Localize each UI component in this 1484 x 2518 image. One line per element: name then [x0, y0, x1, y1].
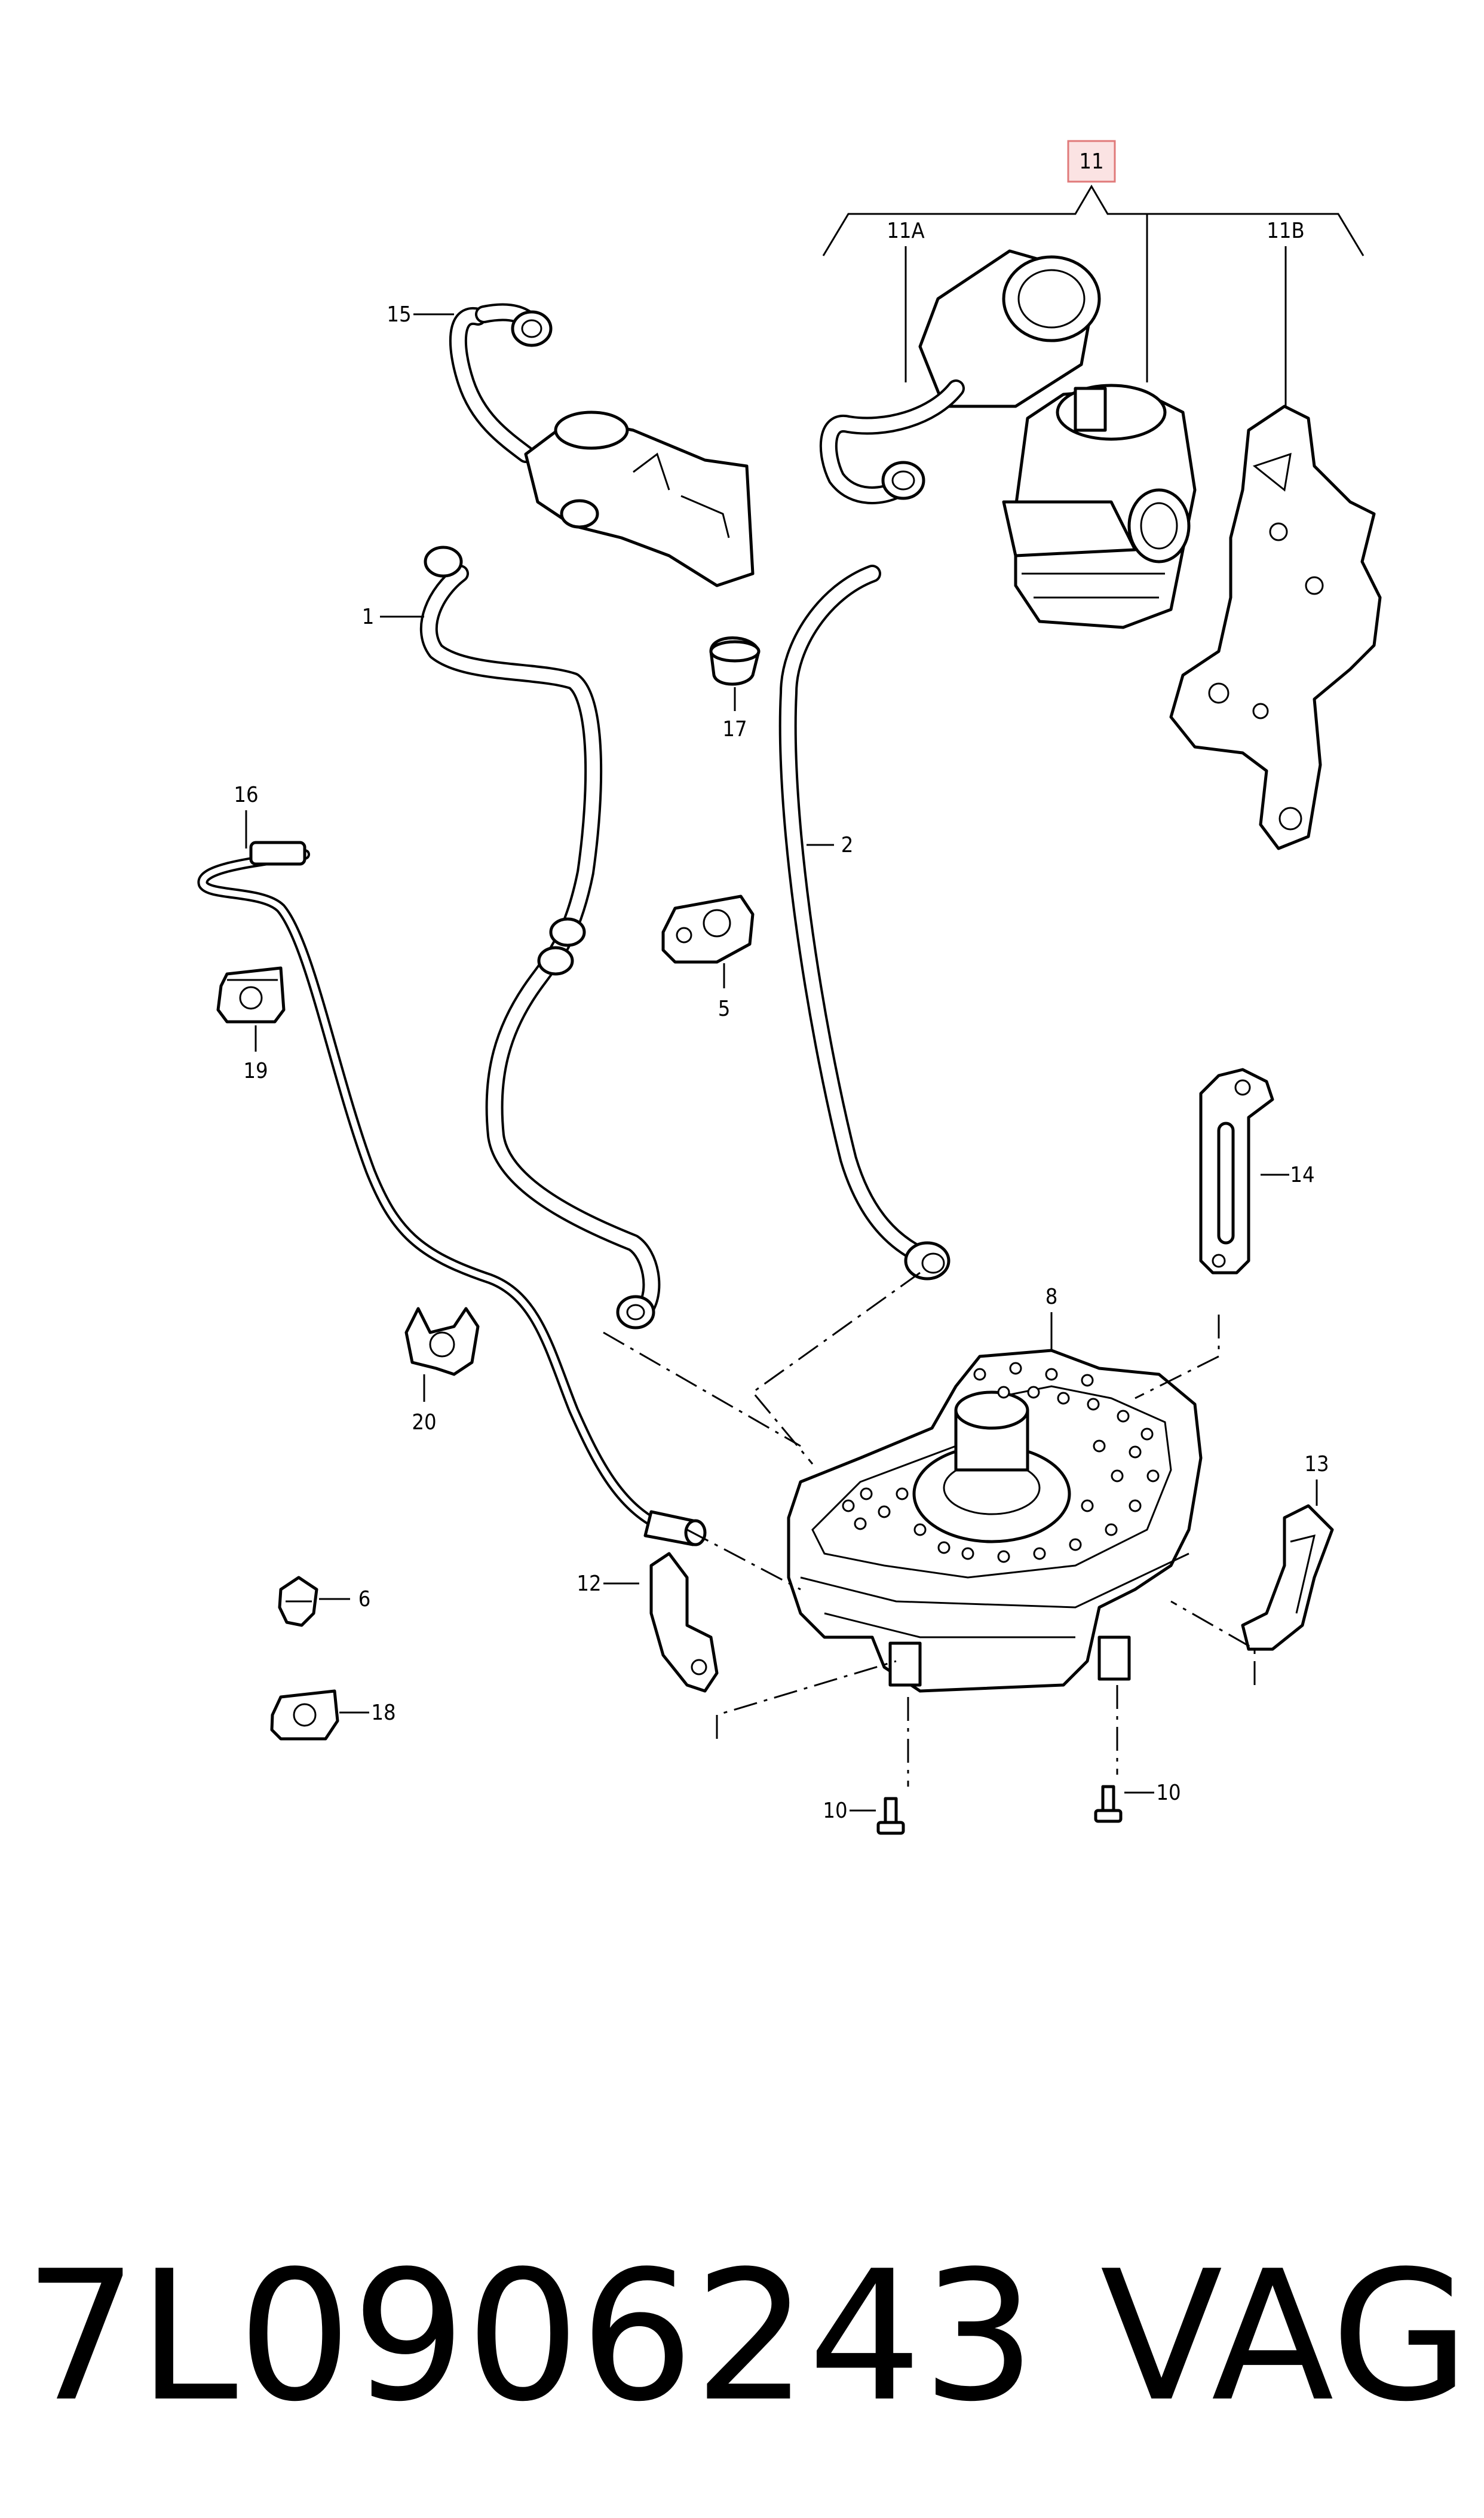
brand-name: VAG: [1100, 2232, 1470, 2441]
callout-15[interactable]: 15: [387, 302, 411, 327]
callout-16-group: 16: [234, 783, 259, 848]
callout-10b-group: 10: [1124, 1781, 1181, 1805]
callout-13[interactable]: 13: [1304, 1452, 1329, 1477]
part-15-valve: [449, 303, 755, 587]
part-6-clip: [278, 1576, 318, 1627]
part-14-bracket: [1199, 1068, 1274, 1275]
part-16-pipe: [197, 841, 707, 1546]
part-18-clip: [270, 1689, 339, 1741]
callout-19-group: 19: [243, 1025, 268, 1083]
callout-14[interactable]: 14: [1290, 1163, 1314, 1187]
callout-12[interactable]: 12: [577, 1572, 601, 1596]
callout-11[interactable]: 11: [1079, 149, 1103, 174]
part-1-hose: [419, 546, 661, 1330]
callout-11a[interactable]: 11A: [887, 219, 924, 243]
callout-20[interactable]: 20: [412, 1410, 436, 1435]
footer-caption: 7L0906243 VAG: [24, 2211, 1470, 2462]
callout-20-group: 20: [412, 1374, 437, 1435]
callout-5[interactable]: 5: [718, 997, 731, 1021]
part-11b-bracket: [1169, 405, 1382, 850]
callout-17[interactable]: 17: [722, 717, 747, 742]
callout-1[interactable]: 1: [362, 605, 375, 629]
callout-19[interactable]: 19: [243, 1059, 268, 1083]
part-20-clip: [404, 1307, 480, 1376]
callout-16[interactable]: 16: [234, 783, 258, 807]
part-11-air-pump: [1002, 384, 1197, 629]
callout-18[interactable]: 18: [371, 1701, 395, 1725]
part-10-bolt-right: [1094, 1785, 1123, 1823]
callout-2[interactable]: 2: [841, 833, 854, 857]
part-13-bracket: [1241, 1504, 1334, 1651]
callout-6-group: 6: [319, 1587, 370, 1612]
callout-1-group: 1: [362, 605, 424, 629]
callout-6[interactable]: 6: [358, 1587, 371, 1612]
callout-11-highlight: [1067, 140, 1116, 183]
part-11a-filter: [819, 249, 1101, 504]
part-19-clip: [216, 966, 286, 1024]
callout-12-group: 12: [577, 1572, 639, 1596]
callout-14-group: 14: [1261, 1163, 1315, 1187]
callout-11-group: 11 11A 11B: [822, 140, 1365, 406]
assembly-lines: [603, 1272, 1256, 1787]
callout-10b[interactable]: 10: [1156, 1781, 1181, 1805]
part-12-bracket: [649, 1552, 719, 1693]
callout-8[interactable]: 8: [1045, 1285, 1058, 1309]
part-2-hose: [778, 565, 951, 1281]
part-number: 7L0906243: [24, 2232, 1037, 2441]
callout-10a-group: 10: [823, 1799, 876, 1823]
part-5-clip: [661, 895, 755, 964]
part-10-bolt-left: [876, 1797, 905, 1835]
callout-11b[interactable]: 11B: [1267, 219, 1304, 243]
callout-5-group: 5: [718, 963, 731, 1021]
callout-10a[interactable]: 10: [823, 1799, 847, 1823]
callout-13-group: 13: [1304, 1452, 1329, 1506]
callout-2-group: 2: [807, 833, 853, 857]
callout-17-group: 17: [722, 687, 747, 742]
part-17-grommet: [709, 636, 761, 686]
part-8-housing: [787, 1349, 1203, 1693]
callout-15-group: 15: [387, 302, 454, 327]
bracket-11: [822, 185, 1365, 256]
callout-18-group: 18: [339, 1701, 396, 1725]
callout-8-group: 8: [1045, 1285, 1058, 1352]
